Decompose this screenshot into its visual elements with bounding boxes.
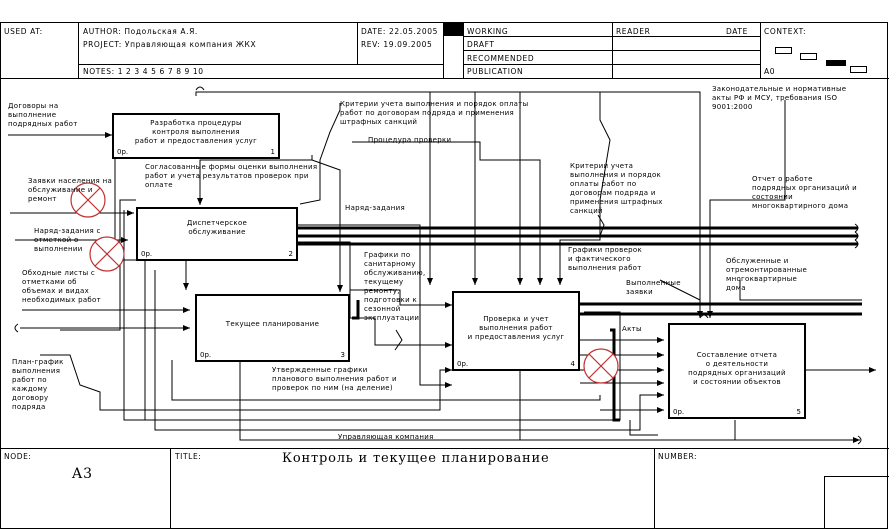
activity-box-1[interactable]: Разработка процедуры контроля выполнения… (112, 113, 280, 159)
activity-box-1-label: Разработка процедуры контроля выполнения… (134, 119, 258, 145)
arrow-label-check-schedules: Графики проверок и фактического выполнен… (568, 246, 643, 272)
status-working: WORKING (467, 27, 509, 36)
activity-box-1-number: 1 (270, 148, 275, 156)
arrow-label-legislation: Законодательные и нормативные акты РФ и … (712, 85, 847, 111)
reader-label: READER (616, 27, 651, 36)
project-field: PROJECT: Управляющая компания ЖКХ (83, 40, 257, 49)
title-label: TITLE: (175, 452, 202, 461)
arrow-label-work-orders: Наряд-задания (345, 204, 405, 212)
status-publication: PUBLICATION (467, 67, 524, 76)
activity-box-4-cost: 0р. (457, 360, 469, 368)
activity-box-5-cost: 0р. (673, 408, 685, 416)
diagram-title: Контроль и текущее планирование (282, 451, 550, 466)
arrow-label-approved-schedules: Утвержденные графики планового выполнени… (272, 366, 397, 392)
arrow-label-management-company: Управляющая компания (338, 433, 434, 441)
arrow-label-schedules: Графики по санитарному обслуживанию, тек… (364, 251, 426, 322)
arrow-label-acts: Акты (622, 325, 642, 333)
arrow-label-report: Отчет о работе подрядных организаций и с… (752, 175, 858, 210)
arrow-label-completed-requests: Выполненные заявки (626, 279, 681, 296)
reader-date-label: DATE (726, 27, 748, 36)
arrow-label-forms: Согласованные формы оценки выполнения ра… (145, 163, 318, 189)
status-draft: DRAFT (467, 40, 495, 49)
arrow-label-plan-schedule: План-график выполнения работ по каждому … (12, 358, 64, 411)
date-field: DATE: 22.05.2005 (361, 27, 438, 36)
activity-box-3-label: Текущее планирование (225, 320, 320, 328)
arrow-label-procedure: Процедура проверки (368, 136, 452, 144)
activity-box-5-number: 5 (796, 408, 801, 416)
arrow-label-requests: Заявки населения на обслуживание и ремон… (28, 177, 113, 203)
notes-field: NOTES: 1 2 3 4 5 6 7 8 9 10 (83, 67, 204, 76)
activity-box-5[interactable]: Составление отчета о деятельности подряд… (668, 323, 806, 419)
number-label: NUMBER: (658, 452, 698, 461)
node-value: A3 (72, 466, 94, 482)
activity-box-4-label: Проверка и учет выполнения работ и предо… (467, 315, 565, 341)
activity-box-4[interactable]: Проверка и учет выполнения работ и предо… (452, 291, 580, 371)
arrow-label-serviced-houses: Обслуженные и отремонтированные многоква… (726, 257, 808, 292)
working-status-marker (444, 23, 463, 36)
activity-box-2-cost: 0р. (141, 250, 153, 258)
activity-box-3-cost: 0р. (200, 351, 212, 359)
node-label: NODE: (4, 452, 32, 461)
arrow-label-walkthrough-sheets: Обходные листы с отметками об объемах и … (22, 269, 101, 304)
activity-box-1-cost: 0р. (117, 148, 129, 156)
activity-box-2-number: 2 (288, 250, 293, 258)
activity-box-2-label: Диспетчерское обслуживание (186, 219, 248, 236)
context-node-id: A0 (764, 67, 776, 76)
activity-box-5-label: Составление отчета о деятельности подряд… (688, 351, 786, 386)
arrow-label-criteria-top: Критерии учета выполнения и порядок опла… (340, 100, 529, 126)
arrow-label-contracts: Договоры на выполнение подрядных работ (8, 102, 78, 128)
activity-box-3-number: 3 (340, 351, 345, 359)
arrow-label-criteria-right: Критерии учета выполнения и порядок опла… (570, 162, 663, 215)
activity-box-2[interactable]: Диспетчерское обслуживание 0р. 2 (136, 207, 298, 261)
used-at-label: USED AT: (4, 27, 43, 36)
activity-box-3[interactable]: Текущее планирование 0р. 3 (195, 294, 350, 362)
author-field: AUTHOR: Подольская А.Я. (83, 27, 198, 36)
arrow-label-completed-orders: Наряд-задания с отметкой о выполнении (34, 227, 101, 253)
activity-box-4-number: 4 (570, 360, 575, 368)
status-recommended: RECOMMENDED (467, 54, 535, 63)
rev-field: REV: 19.09.2005 (361, 40, 433, 49)
context-label: CONTEXT: (764, 27, 807, 36)
